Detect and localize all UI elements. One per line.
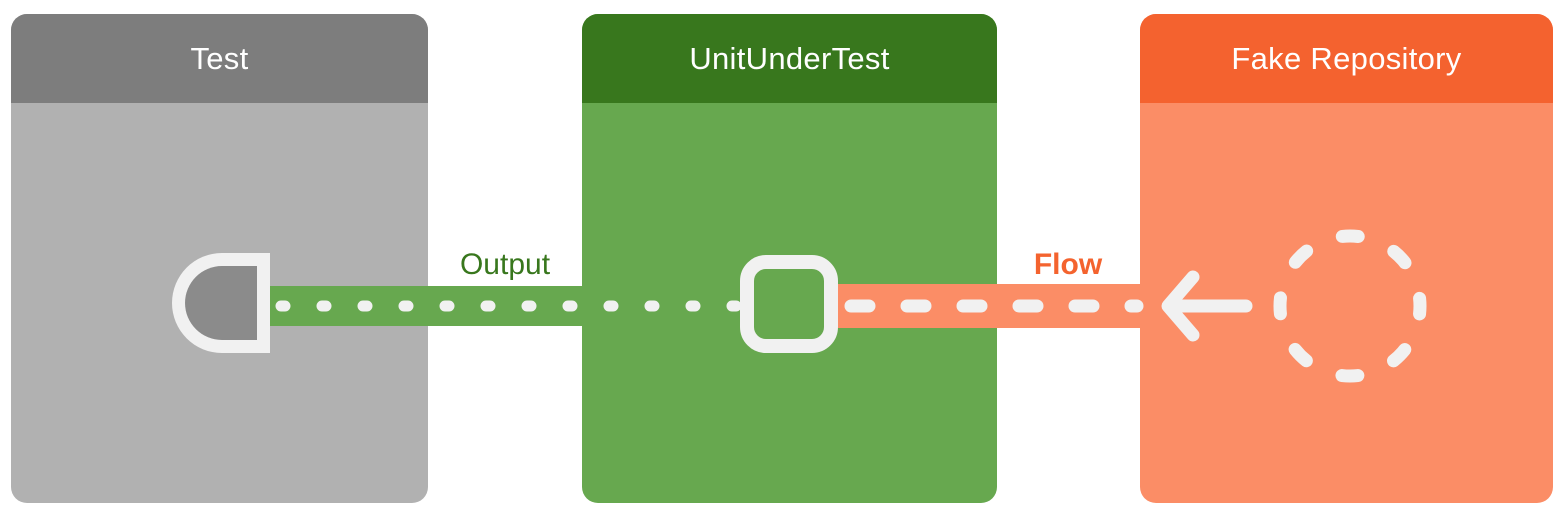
box-fake-repository-title: Fake Repository bbox=[1231, 40, 1462, 76]
collector-icon-fill bbox=[185, 266, 257, 340]
dashed-circle-icon bbox=[1273, 229, 1427, 383]
box-fake-repository: Fake Repository bbox=[1140, 14, 1553, 503]
output-label: Output bbox=[459, 248, 551, 281]
box-fake-repository-header: Fake Repository bbox=[1140, 14, 1553, 103]
box-unit-under-test: UnitUnderTest bbox=[582, 14, 997, 503]
flow-label: Flow bbox=[1033, 248, 1103, 281]
flow-arrow-icon bbox=[1161, 270, 1253, 342]
socket-square-icon bbox=[740, 255, 838, 353]
collector-icon bbox=[172, 253, 270, 353]
box-test-header: Test bbox=[11, 14, 428, 103]
box-test-title: Test bbox=[190, 40, 249, 76]
flow-band bbox=[838, 284, 1160, 328]
box-unit-under-test-title: UnitUnderTest bbox=[689, 40, 890, 76]
output-band bbox=[258, 286, 780, 326]
box-unit-under-test-header: UnitUnderTest bbox=[582, 14, 997, 103]
box-test: Test bbox=[11, 14, 428, 503]
